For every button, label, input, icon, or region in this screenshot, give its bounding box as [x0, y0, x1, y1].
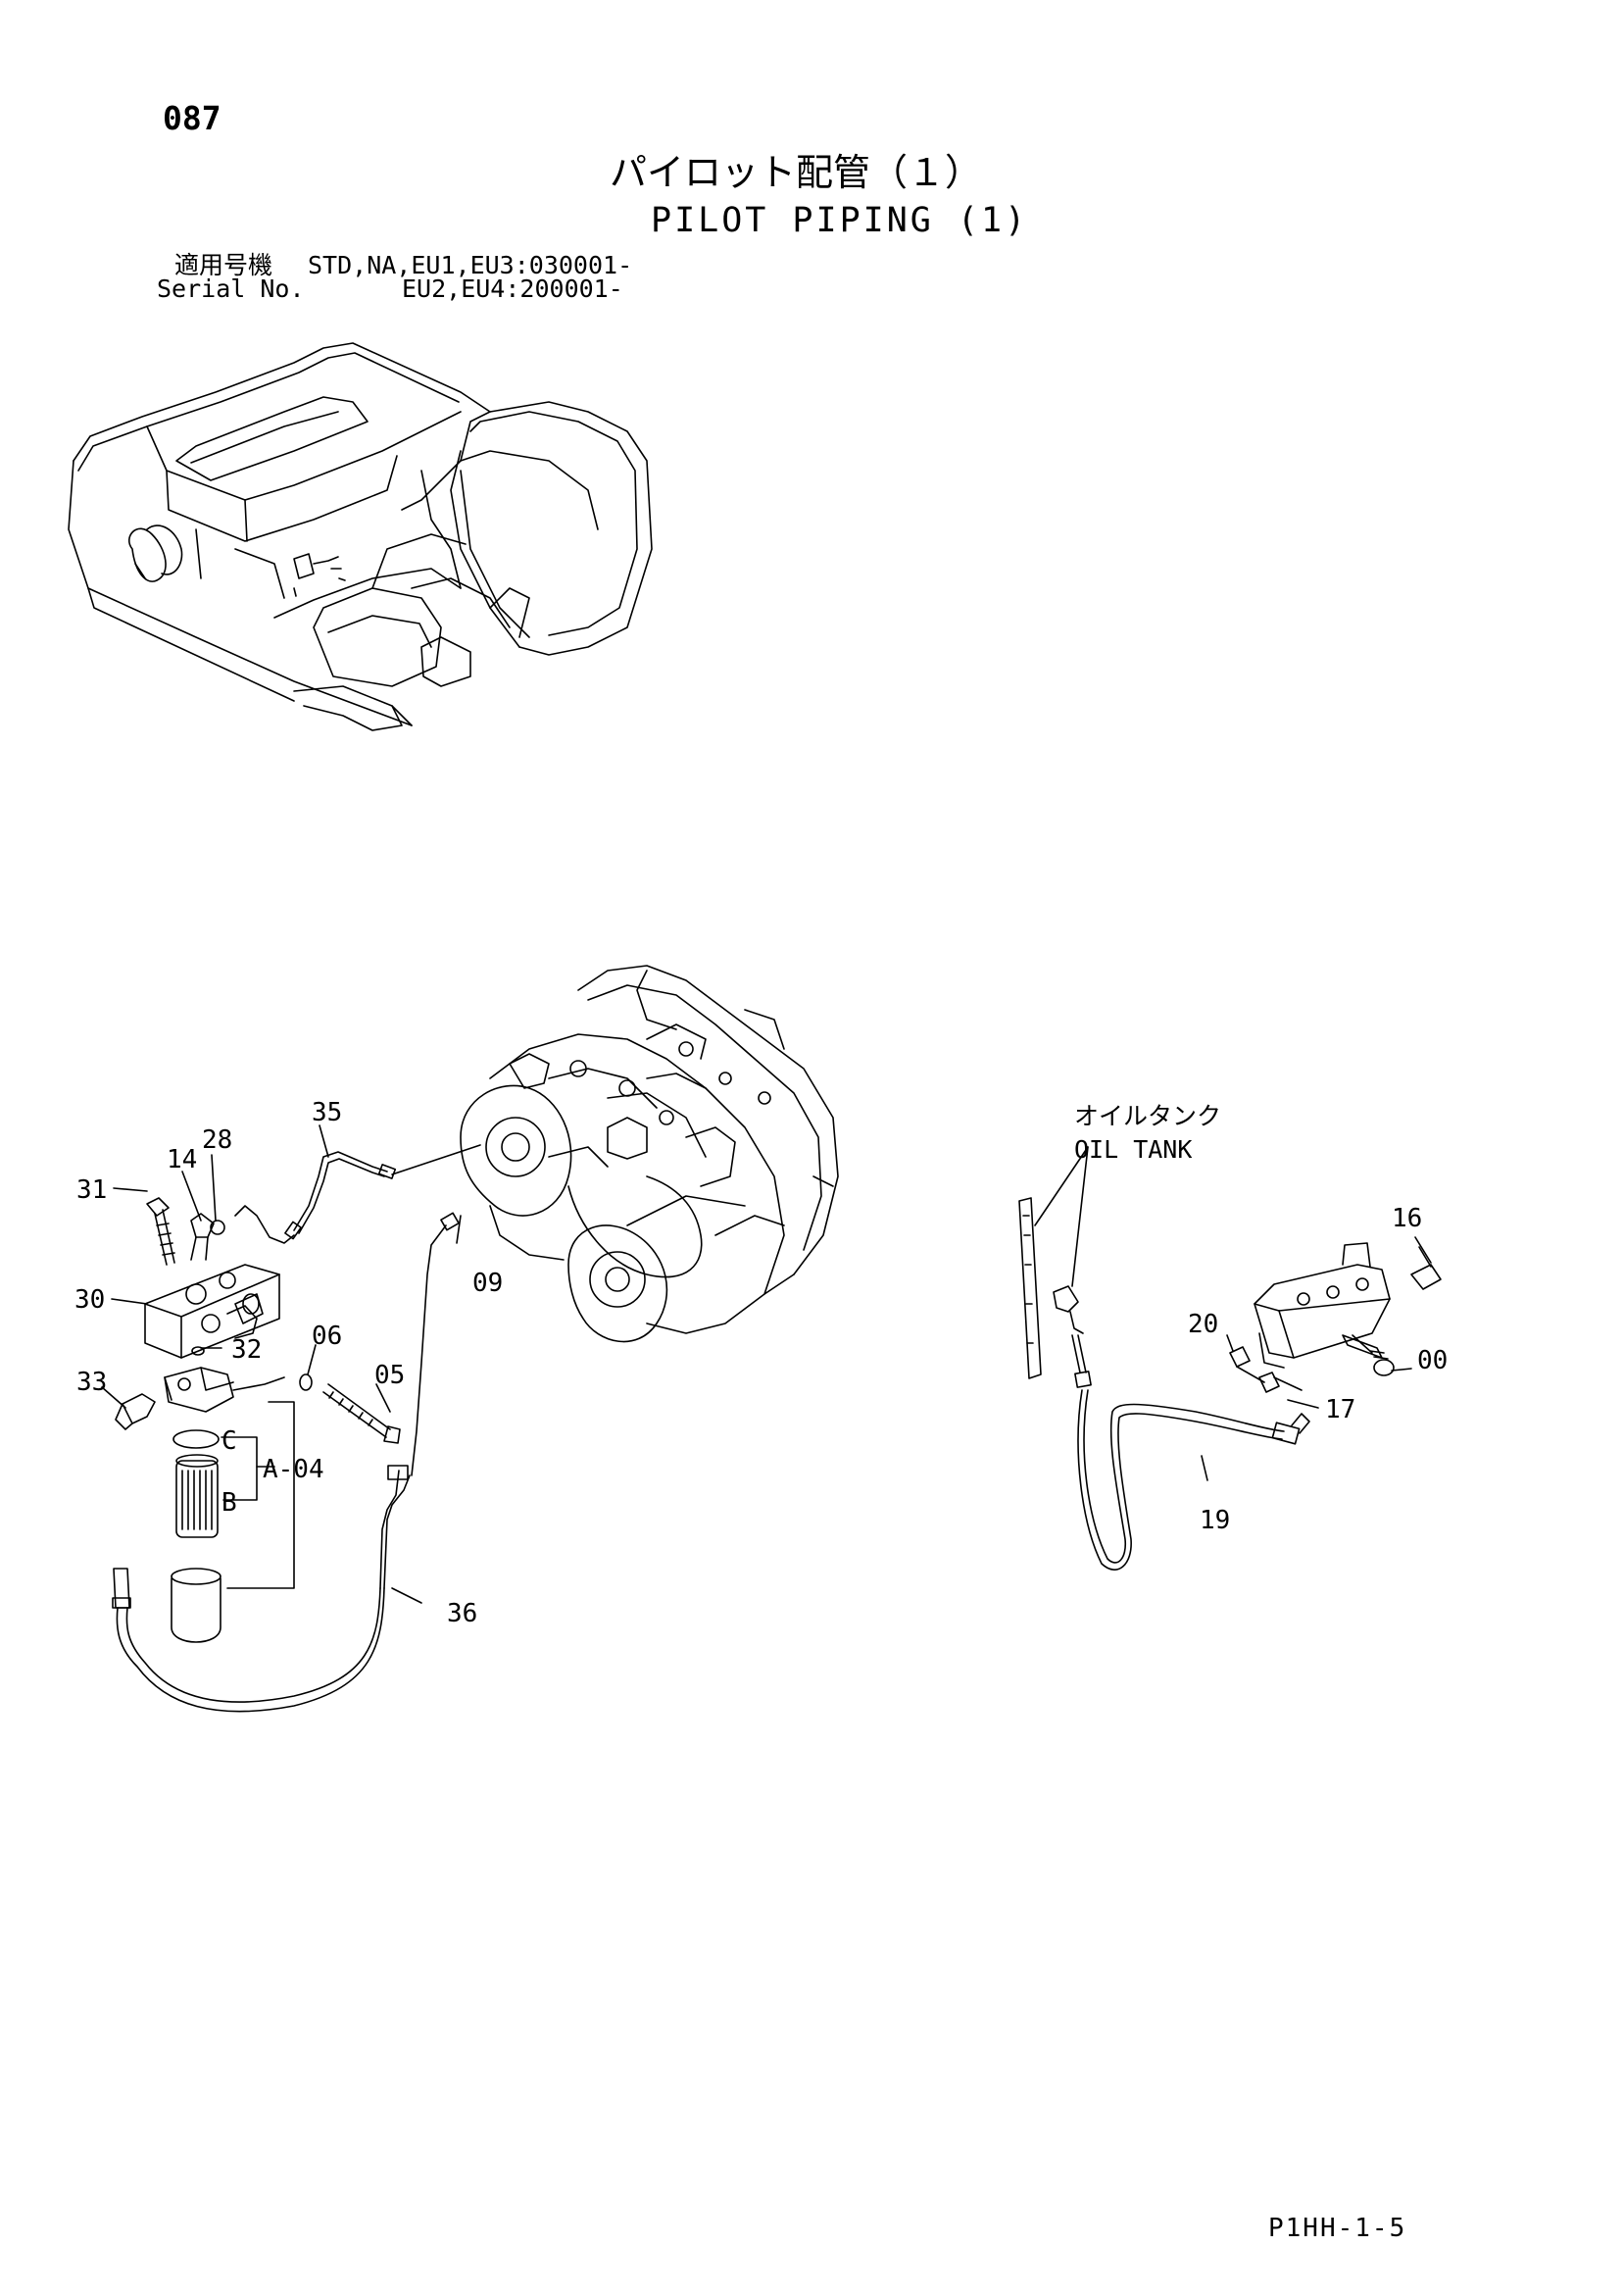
callout-C: C: [221, 1426, 237, 1456]
callout-33: 33: [76, 1368, 108, 1397]
page-code: P1HH-1-5: [1268, 2214, 1407, 2243]
callout-00: 00: [1417, 1346, 1449, 1375]
machine-overview-illustration: [69, 343, 652, 730]
callout-36: 36: [447, 1599, 478, 1628]
callout-B: B: [221, 1488, 237, 1518]
callout-16: 16: [1392, 1204, 1423, 1233]
callout-leaders-right: [1202, 1237, 1431, 1480]
hydraulic-pump-illustration: [461, 966, 838, 1342]
oil-tank-assembly: [1019, 1147, 1441, 1570]
serial-label-japanese: 適用号機: [174, 251, 273, 279]
callout-05: 05: [374, 1361, 406, 1390]
callout-17: 17: [1325, 1395, 1356, 1424]
page-title-english: PILOT PIPING (1): [651, 201, 1029, 240]
pilot-hose-upper: [235, 1145, 480, 1243]
callout-leaders-left: [102, 1125, 461, 1603]
page-number: 087: [163, 99, 221, 137]
callout-19: 19: [1200, 1506, 1231, 1535]
serial-value-primary: STD,NA,EU1,EU3:030001-: [308, 251, 633, 279]
callout-32: 32: [231, 1335, 263, 1365]
oil-tank-label-english: OIL TANK: [1074, 1135, 1193, 1164]
callout-30: 30: [74, 1285, 106, 1315]
callout-A-04: A-04: [263, 1455, 324, 1484]
callout-14: 14: [167, 1145, 198, 1174]
callout-35: 35: [312, 1098, 343, 1127]
serial-label-english: Serial No.: [157, 275, 305, 303]
serial-value-secondary: EU2,EU4:200001-: [402, 275, 623, 303]
pilot-filter-assembly: [116, 1198, 400, 1642]
callout-09: 09: [472, 1269, 504, 1298]
pilot-hose-lower: [113, 1213, 459, 1711]
callout-20: 20: [1188, 1310, 1219, 1339]
callout-06: 06: [312, 1322, 343, 1351]
oil-tank-label-japanese: オイルタンク: [1074, 1102, 1222, 1130]
page-title-japanese: パイロット配管（１）: [610, 151, 983, 194]
callout-28: 28: [202, 1125, 233, 1155]
callout-31: 31: [76, 1175, 108, 1205]
